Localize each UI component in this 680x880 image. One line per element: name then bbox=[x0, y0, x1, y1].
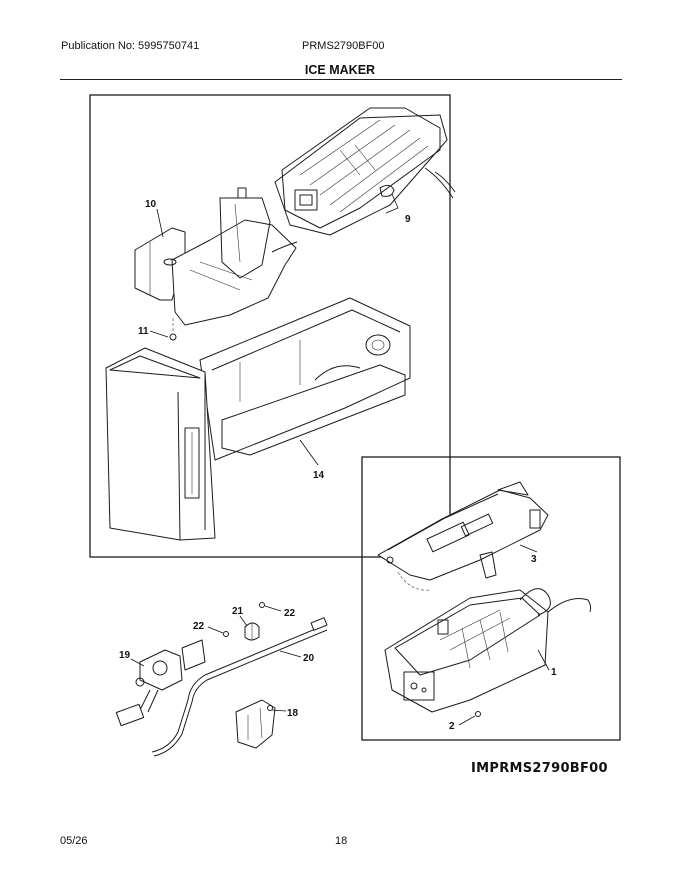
icemaker-inset-frame bbox=[361, 456, 621, 741]
part-3-ice-maker-bracket bbox=[377, 481, 549, 581]
callout-11: 11 bbox=[138, 326, 149, 337]
callout-10: 10 bbox=[145, 199, 157, 210]
callout-14: 14 bbox=[313, 470, 325, 481]
part-10-ice-cover bbox=[134, 187, 298, 326]
callout-22-left: 22 bbox=[193, 621, 205, 632]
callout-18: 18 bbox=[287, 708, 299, 719]
diagram-reference-code: IMPRMS2790BF00 bbox=[471, 761, 608, 776]
part-1-ice-maker bbox=[384, 588, 592, 713]
callout-19: 19 bbox=[119, 650, 131, 661]
callout-1: 1 bbox=[551, 667, 557, 678]
part-19-water-valve bbox=[115, 639, 206, 727]
part-11-screw bbox=[169, 318, 177, 341]
part-2-screw bbox=[475, 711, 481, 717]
part-9-icemaker-assembly bbox=[274, 107, 456, 236]
leader-lines bbox=[130, 193, 550, 726]
model-number: PRMS2790BF00 bbox=[302, 40, 385, 52]
callout-20: 20 bbox=[303, 653, 315, 664]
callout-2: 2 bbox=[449, 721, 455, 732]
callout-3: 3 bbox=[531, 554, 537, 565]
callout-9: 9 bbox=[405, 214, 411, 225]
header-rule bbox=[60, 79, 622, 80]
page-number: 18 bbox=[335, 835, 348, 847]
part-20-fill-tube bbox=[151, 617, 328, 757]
page-title: ICE MAKER bbox=[304, 63, 376, 77]
callout-21: 21 bbox=[232, 606, 244, 617]
main-assembly-frame bbox=[89, 94, 451, 558]
callout-22-top: 22 bbox=[284, 608, 296, 619]
part-14-ice-bucket bbox=[105, 297, 411, 541]
footer-date: 05/26 bbox=[60, 835, 88, 847]
part-18-bracket bbox=[235, 699, 276, 749]
publication-number: Publication No: 5995750741 bbox=[61, 40, 200, 52]
part-21-clamp bbox=[244, 622, 260, 641]
part-22-screws bbox=[223, 602, 265, 637]
